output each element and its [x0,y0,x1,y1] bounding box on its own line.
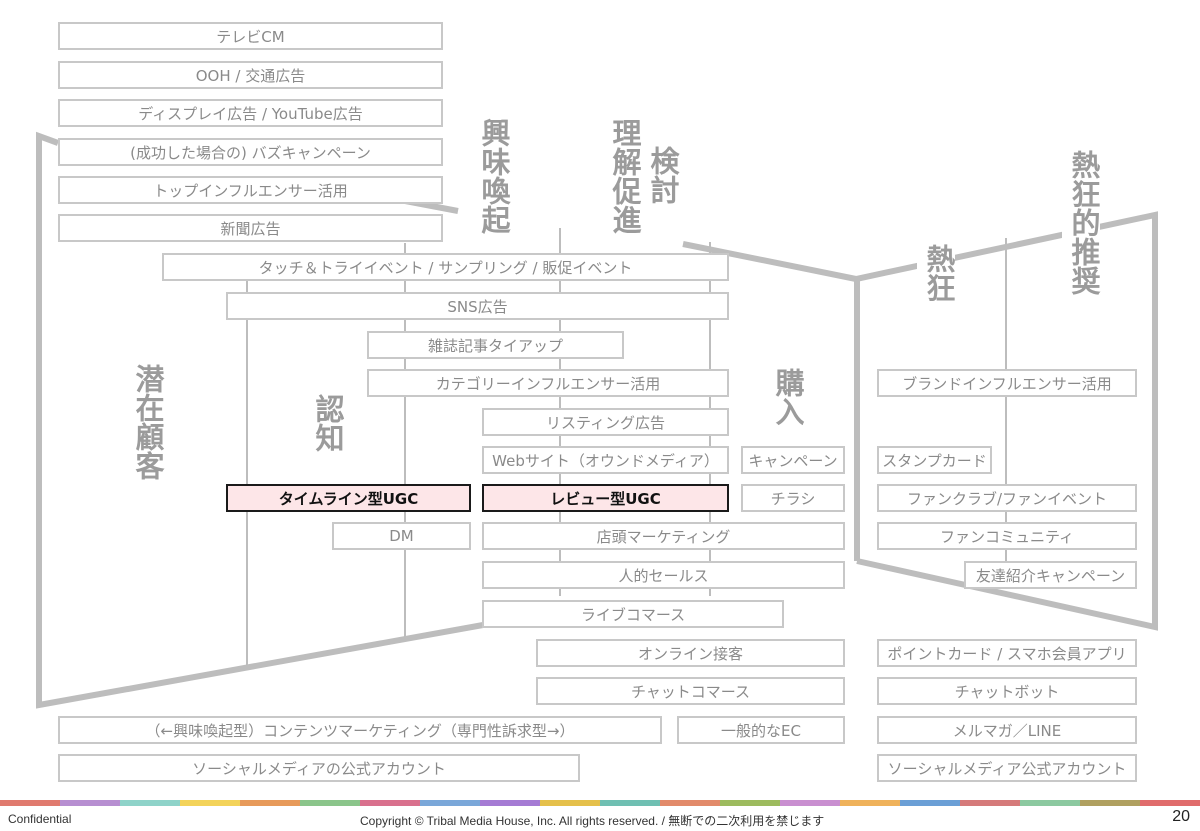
footer-confidential: Confidential [8,812,72,826]
stage-label-senzai: 潜在顧客 [126,362,165,482]
footer-color-segment [360,800,420,806]
funnel-right-outline [682,211,1158,631]
tactic-box-point-card: ポイントカード / スマホ会員アプリ [877,639,1137,667]
footer-color-segment [120,800,180,806]
tactic-box-flyer: チラシ [741,484,845,512]
footer-color-segment [720,800,780,806]
tactic-box-chat-commerce: チャットコマース [536,677,845,705]
footer-color-segment [480,800,540,806]
tactic-box-listing: リスティング広告 [482,408,729,436]
tactic-box-buzz: (成功した場合の) バズキャンペーン [58,138,443,166]
stage-label-rikai: 理解促進 [603,116,642,236]
footer-color-segment [420,800,480,806]
tactic-box-website: Webサイト（オウンドメディア） [482,446,729,474]
footer-color-segment [540,800,600,806]
tactic-box-live-commerce: ライブコマース [482,600,784,628]
stage-label-suisho: 熱狂的推奨 [1062,148,1101,297]
tactic-box-dm: DM [332,522,471,550]
tactic-box-referral: 友達紹介キャンペーン [964,561,1137,589]
funnel-left-outline [36,131,484,709]
tactic-box-sns-ad: SNS広告 [226,292,729,320]
tactic-box-stamp-card: スタンプカード [877,446,992,474]
stage-label-nekkyo: 熱狂 [917,242,956,304]
footer-color-segment [0,800,60,806]
tactic-box-general-ec: 一般的なEC [677,716,845,744]
tactic-box-ooh: OOH / 交通広告 [58,61,443,89]
tactic-box-display-ad: ディスプレイ広告 / YouTube広告 [58,99,443,127]
tactic-box-fan-community: ファンコミュニティ [877,522,1137,550]
tactic-box-tv-cm: テレビCM [58,22,443,50]
tactic-box-brand-influencer: ブランドインフルエンサー活用 [877,369,1137,397]
page-number: 20 [1172,808,1190,825]
tactic-box-chatbot: チャットボット [877,677,1137,705]
tactic-box-mailmag: メルマガ／LINE [877,716,1137,744]
footer-color-segment [960,800,1020,806]
tactic-box-social-account: ソーシャルメディアの公式アカウント [58,754,580,782]
tactic-box-touch-try: タッチ＆トライイベント / サンプリング / 販促イベント [162,253,729,281]
tactic-box-store-marketing: 店頭マーケティング [482,522,845,550]
tactic-box-magazine: 雑誌記事タイアップ [367,331,624,359]
tactic-box-top-influencer: トップインフルエンサー活用 [58,176,443,204]
stage-label-kyomi: 興味喚起 [472,116,511,236]
tactic-box-personal-sales: 人的セールス [482,561,845,589]
tactic-box-review-ugc: レビュー型UGC [482,484,729,512]
footer-color-bar [0,800,1200,806]
tactic-box-newspaper: 新聞広告 [58,214,443,242]
footer-color-segment [900,800,960,806]
footer-color-segment [780,800,840,806]
stage-label-konyu: 購入 [766,366,805,428]
footer-color-segment [240,800,300,806]
footer-color-segment [660,800,720,806]
footer-color-segment [840,800,900,806]
tactic-box-social-account-2: ソーシャルメディア公式アカウント [877,754,1137,782]
footer-color-segment [1080,800,1140,806]
tactic-box-timeline-ugc: タイムライン型UGC [226,484,471,512]
stage-label-kento: 検討 [641,144,680,206]
tactic-box-online-service: オンライン接客 [536,639,845,667]
footer-color-segment [60,800,120,806]
tactic-box-campaign: キャンペーン [741,446,845,474]
footer-copyright: Copyright © Tribal Media House, Inc. All… [360,814,825,828]
footer-color-segment [180,800,240,806]
stage-label-ninchi: 認知 [306,392,345,454]
tactic-box-fanclub: ファンクラブ/ファンイベント [877,484,1137,512]
footer-color-segment [1140,800,1200,806]
footer-color-segment [300,800,360,806]
footer-color-segment [600,800,660,806]
tactic-box-content-marketing: （←興味喚起型）コンテンツマーケティング（専門性訴求型→） [58,716,662,744]
tactic-box-category-influencer: カテゴリーインフルエンサー活用 [367,369,729,397]
footer-color-segment [1020,800,1080,806]
